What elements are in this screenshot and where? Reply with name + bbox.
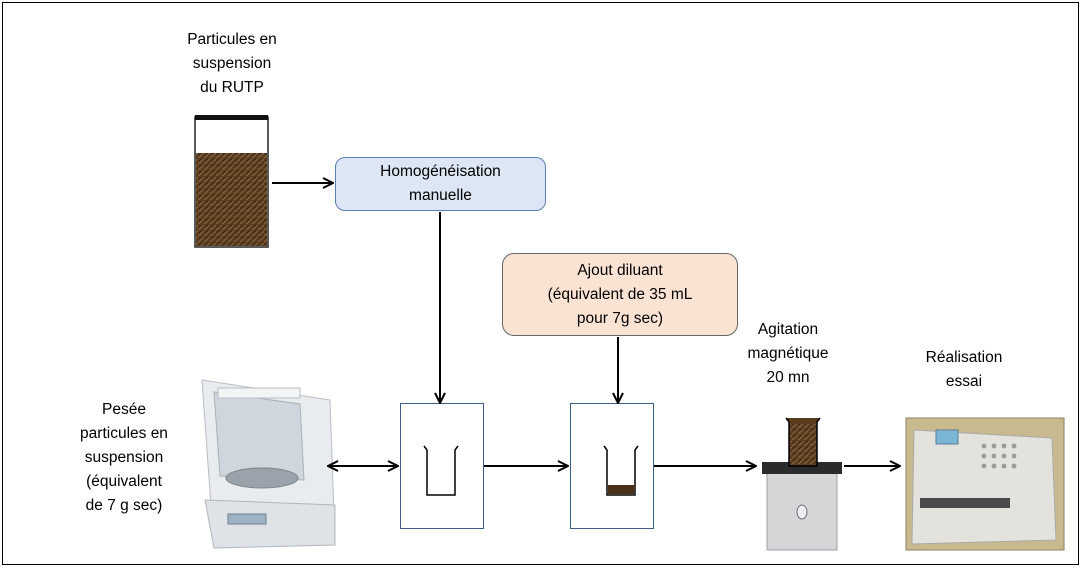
test-device-image xyxy=(905,417,1065,551)
realisation-label: Réalisation essai xyxy=(925,349,1003,390)
empty-beaker-frame xyxy=(400,403,484,529)
magnetic-stirrer-image xyxy=(762,417,842,551)
sample-container-image xyxy=(194,115,269,248)
balance-image xyxy=(201,379,336,549)
particles-label: Particules en suspension du RUTP xyxy=(187,31,277,96)
homogenisation-box: Homogénéisation manuelle xyxy=(335,157,546,211)
filled-beaker-icon xyxy=(603,445,639,496)
filled-beaker-frame xyxy=(570,403,654,529)
weighing-label: Pesée particules en suspension (équivale… xyxy=(80,401,168,514)
agitation-label: Agitation magnétique 20 mn xyxy=(747,321,829,386)
empty-beaker-icon xyxy=(423,445,459,496)
diluant-box: Ajout diluant (équivalent de 35 mL pour … xyxy=(502,253,738,336)
